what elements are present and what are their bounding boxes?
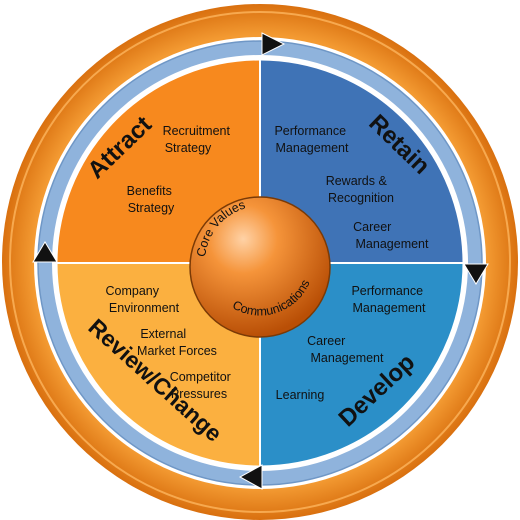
item-develop-learning: Learning [276,388,325,402]
cycle-arrow-right-icon [463,263,489,285]
cycle-arrow-left-icon [32,241,58,263]
cycle-arrow-top-icon [261,32,286,56]
item-develop-performance: Performance Management [351,284,426,315]
item-retain-career: Career Management [353,220,429,251]
item-develop-career: Career Management [307,334,384,365]
outer-ring-highlight [9,11,511,513]
item-retain-rewards: Rewards & Recognition [326,174,394,205]
center-sphere [189,196,331,338]
item-review-external: External Market Forces [137,327,217,358]
cycle-arrow-bottom-icon [238,464,263,490]
item-attract-recruitment: Recruitment Strategy [163,124,234,155]
item-retain-performance: Performance Management [274,124,349,155]
item-review-competitor: Competitor Pressures [170,370,235,401]
item-attract-benefits: Benefits Strategy [127,184,176,215]
item-review-company: Company Environment [106,284,180,315]
